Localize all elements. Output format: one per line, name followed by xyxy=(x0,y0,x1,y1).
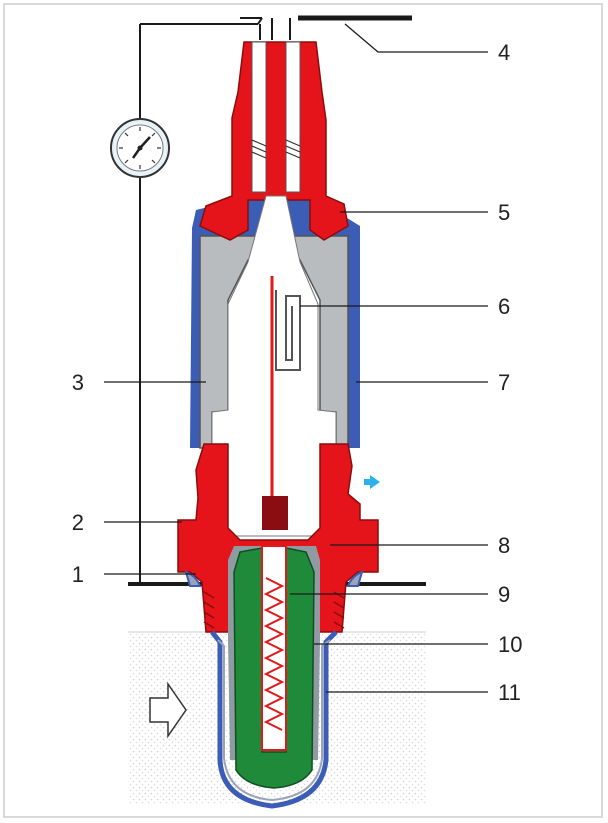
heater-element xyxy=(261,545,287,751)
connector-housing xyxy=(199,41,349,241)
callout-11: 11 xyxy=(498,680,521,705)
sensor-ceramic-element xyxy=(233,547,315,789)
callout-1: 1 xyxy=(72,562,84,587)
callout-7: 7 xyxy=(498,370,510,395)
sealing-ring xyxy=(184,570,364,587)
air-inlet-arrow-icon xyxy=(364,475,380,489)
callout-4: 4 xyxy=(498,40,510,65)
crimp-contacts xyxy=(251,139,301,159)
circuit-wires xyxy=(139,15,412,584)
heater-contact xyxy=(262,496,288,530)
voltmeter-gauge-icon xyxy=(110,118,170,178)
callout-2: 2 xyxy=(72,510,84,535)
connector-wire-channels xyxy=(251,41,301,193)
callout-6: 6 xyxy=(498,294,510,319)
callout-leaders xyxy=(104,23,488,693)
callout-5: 5 xyxy=(498,200,510,225)
contact-spring xyxy=(275,290,301,371)
diagram-frame xyxy=(3,3,603,818)
callout-9: 9 xyxy=(498,582,510,607)
exhaust-flow-arrow-icon xyxy=(149,681,187,739)
protective-tube xyxy=(210,630,338,809)
protective-tube-inner xyxy=(217,639,331,802)
mounting-thread xyxy=(203,591,345,629)
callout-3: 3 xyxy=(72,370,84,395)
callout-10: 10 xyxy=(498,632,522,657)
callout-8: 8 xyxy=(498,533,510,558)
heater-coil xyxy=(263,577,285,731)
